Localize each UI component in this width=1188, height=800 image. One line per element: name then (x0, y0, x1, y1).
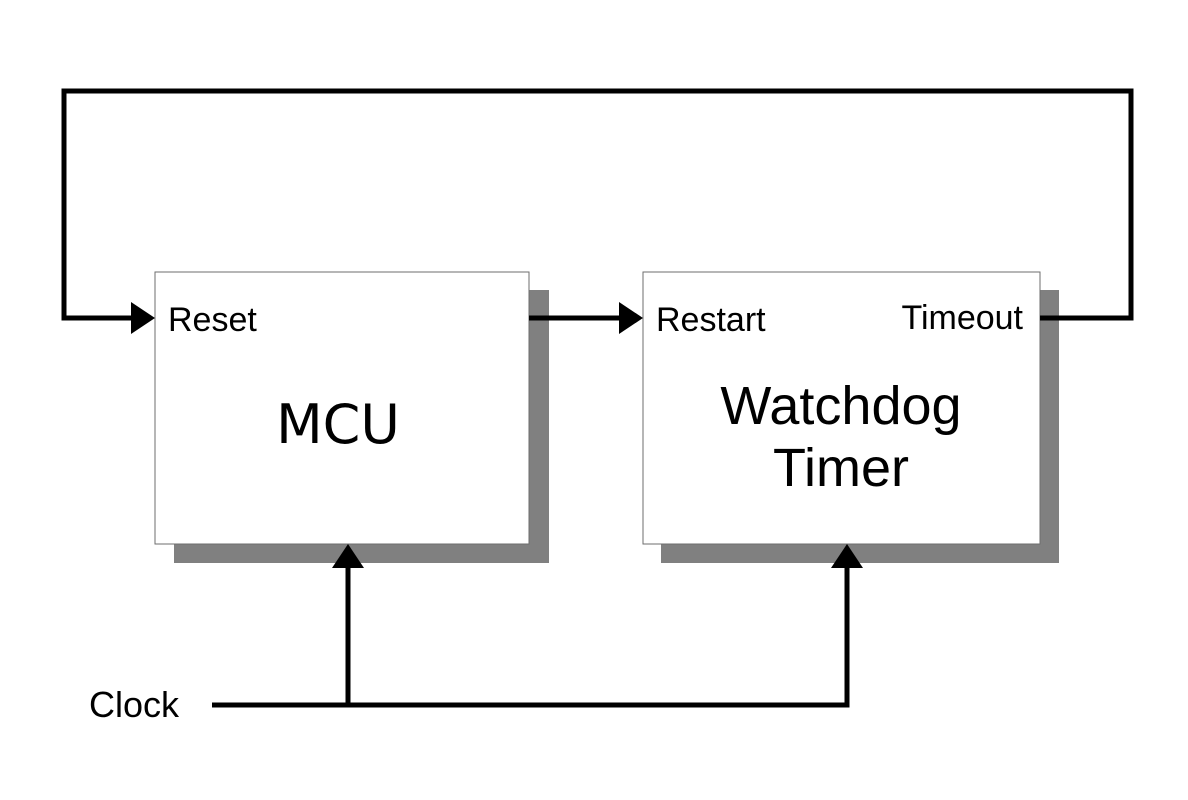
watchdog-title-line2: Timer (773, 438, 909, 498)
mcu-clock-arrowhead (332, 544, 364, 568)
watchdog-restart-label: Restart (656, 301, 766, 339)
mcu-reset-label: Reset (168, 301, 257, 339)
mcu-block: Reset MCU (154, 271, 549, 563)
restart-input-arrowhead (619, 302, 643, 334)
mcu-title: MCU (276, 393, 400, 456)
timeout-to-reset-wire (61, 88, 1134, 321)
reset-input-arrowhead (131, 302, 155, 334)
watchdog-block-box (642, 271, 1041, 545)
watchdog-title-line1: Watchdog (720, 376, 961, 436)
clock-bus-wire (212, 566, 850, 708)
watchdog-timer-block: Restart Timeout Watchdog Timer (642, 271, 1059, 563)
mcu-block-box (154, 271, 530, 545)
watchdog-timeout-label: Timeout (901, 299, 1023, 337)
watchdog-clock-arrowhead (831, 544, 863, 568)
clock-label: Clock (89, 684, 180, 725)
